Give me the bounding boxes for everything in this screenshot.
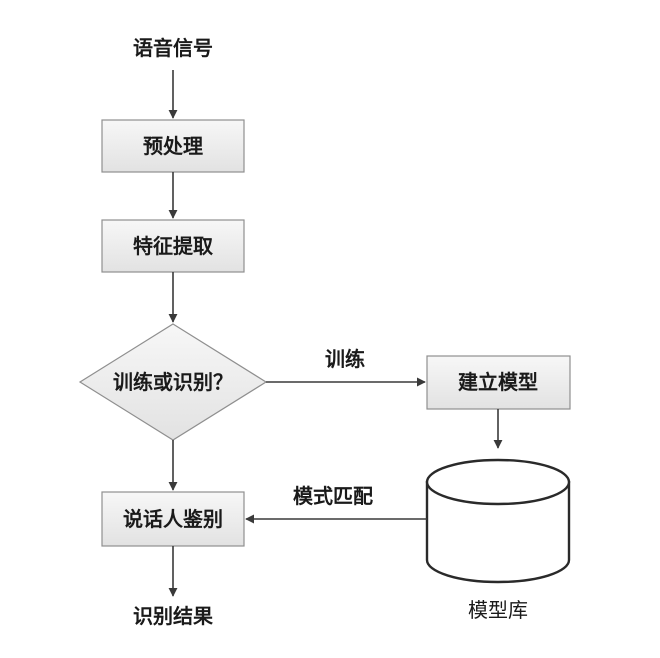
identify-label: 说话人鉴别 (123, 507, 223, 531)
input-label: 语音信号 (133, 36, 213, 60)
feature-label: 特征提取 (133, 234, 213, 258)
preprocess-box: 预处理 (101, 119, 245, 173)
build-model-box: 建立模型 (426, 355, 571, 410)
build-model-label: 建立模型 (458, 370, 538, 394)
result-label: 识别结果 (133, 604, 213, 628)
preprocess-label: 预处理 (143, 134, 203, 158)
decision-diamond: 训练或识别？ (78, 323, 268, 441)
identify-box: 说话人鉴别 (101, 491, 245, 547)
model-db-cylinder (425, 458, 571, 584)
model-db-label: 模型库 (468, 598, 528, 622)
edge-train-label: 训练 (325, 347, 365, 371)
edge-match-label: 模式匹配 (293, 484, 373, 508)
feature-box: 特征提取 (101, 219, 245, 273)
decision-label: 训练或识别？ (113, 370, 233, 394)
